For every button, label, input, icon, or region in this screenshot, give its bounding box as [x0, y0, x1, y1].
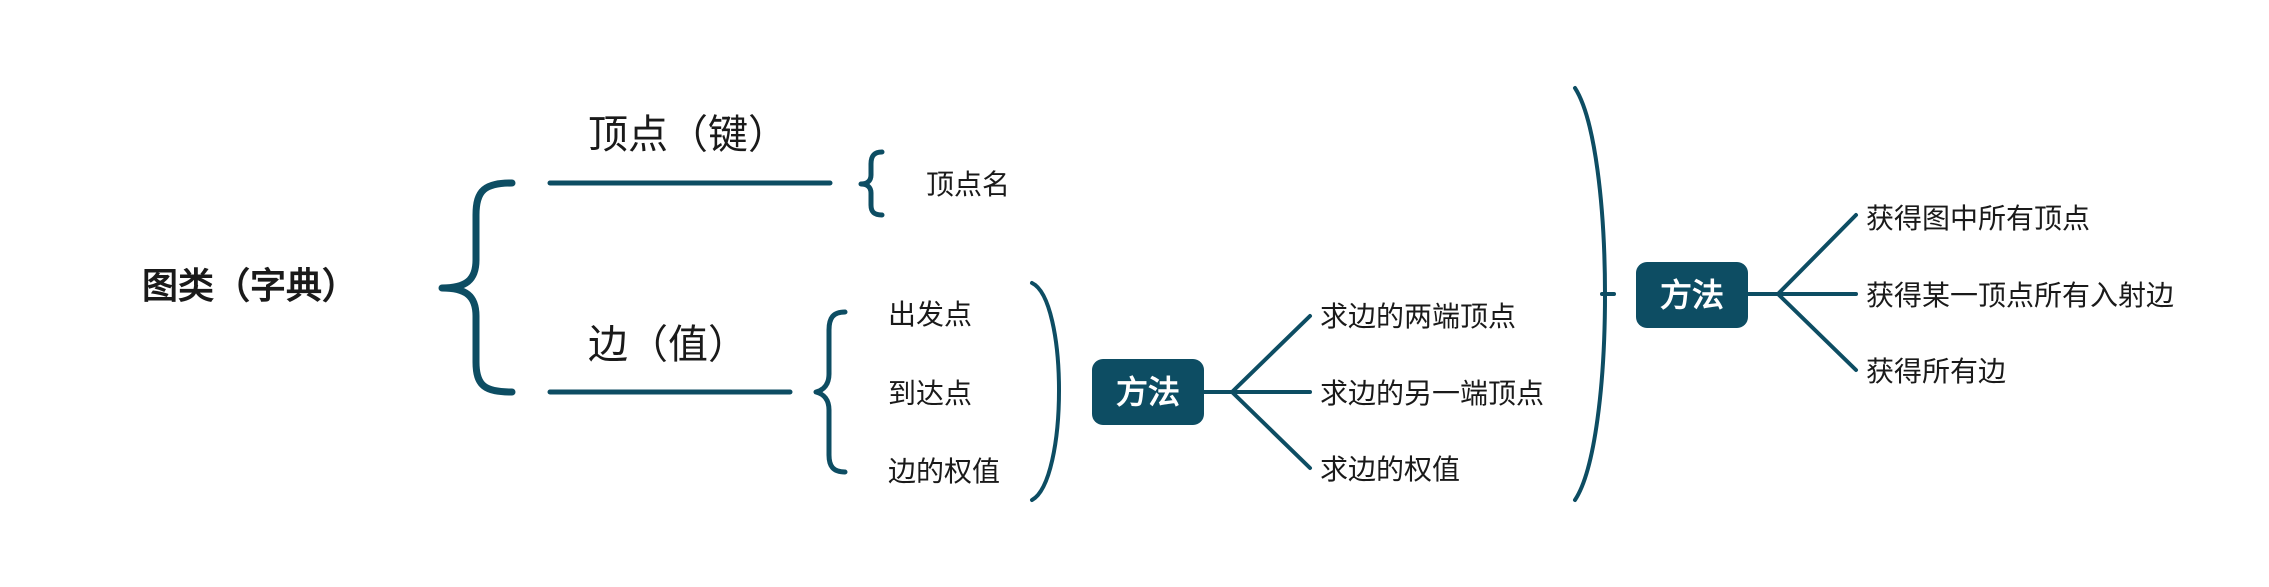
edge-children-paren: [1030, 281, 1061, 502]
graph-method-0: 获得图中所有顶点: [1866, 202, 2090, 235]
graph-methods-pill: [1636, 262, 1748, 328]
vertex-branch-label: 顶点（键）: [588, 112, 788, 158]
edge-method-0: 求边的两端顶点: [1320, 300, 1516, 333]
edge-method-2: 求边的权值: [1320, 453, 1460, 486]
edge-methods-connectors: [1202, 314, 1312, 470]
edge-methods-label: 方法: [1116, 373, 1180, 411]
edge-child-2: 边的权值: [888, 455, 1000, 488]
graph-methods-connectors: [1746, 213, 1858, 372]
root-brace: [438, 179, 516, 396]
edge-children-brace: [813, 309, 848, 475]
root-label: 图类（字典）: [142, 266, 358, 307]
edge-branch-label: 边（值）: [588, 322, 748, 368]
vertex-child-0: 顶点名: [926, 168, 1010, 201]
edge-methods-pill: [1092, 359, 1204, 425]
vertex-children-brace: [858, 149, 885, 218]
graph-method-2: 获得所有边: [1866, 355, 2006, 388]
edge-child-0: 出发点: [888, 298, 972, 331]
edge-method-1: 求边的另一端顶点: [1320, 377, 1544, 410]
graph-method-1: 获得某一顶点所有入射边: [1866, 279, 2174, 312]
edge-child-1: 到达点: [888, 377, 972, 410]
graph-methods-label: 方法: [1660, 276, 1724, 314]
